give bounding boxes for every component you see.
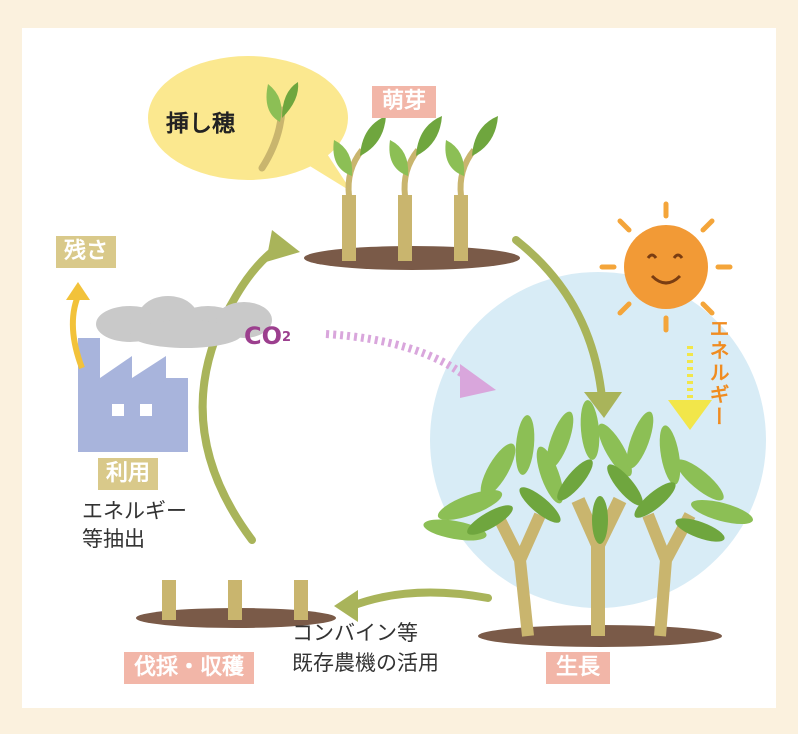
co2-main-text: CO	[244, 322, 283, 350]
stumps-icon	[136, 580, 336, 628]
sun-icon	[599, 201, 733, 333]
cutting-label: 挿し穂	[166, 111, 235, 137]
growth-label: 生長	[546, 652, 611, 684]
residue-label: 残さ	[56, 236, 117, 268]
harvest-label: 伐採・収穫	[124, 652, 255, 684]
cycle-arrowheads	[266, 230, 622, 622]
energy-label: エネルギー	[706, 318, 730, 428]
use-label: 利用	[98, 458, 159, 490]
cutting-icon	[258, 82, 299, 172]
use-detail-line-1: エネルギー	[82, 499, 187, 523]
co2-arrow	[325, 330, 496, 398]
residue-arrow	[66, 282, 90, 370]
tree-icon	[423, 400, 753, 647]
smoke-cloud-icon	[96, 296, 272, 348]
use-detail-line-2: 等抽出	[82, 527, 145, 551]
harvest-detail-line-1: コンバイン等	[292, 621, 418, 645]
sprouts-icon	[304, 116, 520, 270]
harvest-detail-line-2: 既存農機の活用	[292, 651, 439, 675]
factory-icon	[78, 338, 188, 452]
sprout-label: 萌芽	[372, 86, 437, 118]
co2-label: CO2	[244, 322, 291, 350]
co2-subscript: 2	[282, 330, 292, 345]
energy-arrow	[668, 346, 712, 430]
